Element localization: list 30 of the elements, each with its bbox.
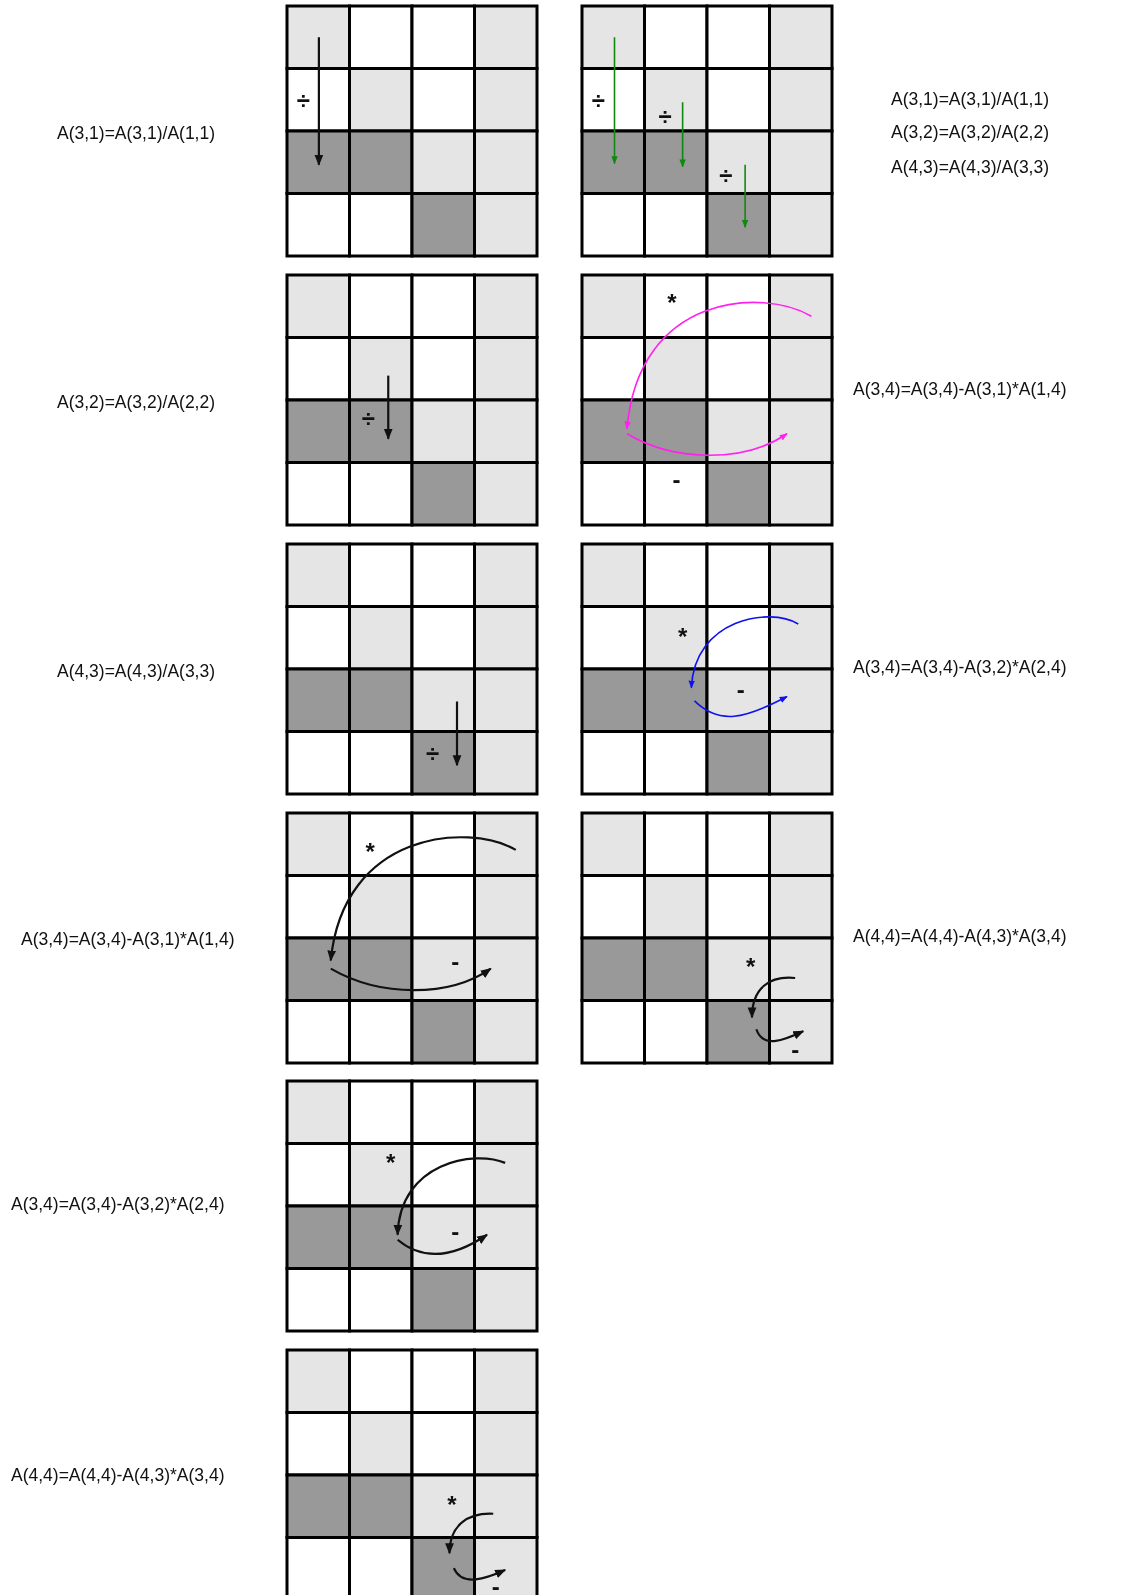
operator-symbol: *: [447, 1493, 457, 1517]
operator-symbol: *: [677, 625, 688, 650]
operator-symbol: *: [365, 839, 375, 864]
formula-text: A(4,4)=A(4,4)-A(4,3)*A(3,4): [853, 925, 1067, 947]
operator-symbol: *: [667, 290, 677, 315]
operator-symbol: -: [791, 1037, 800, 1062]
operator-symbol: ÷: [426, 742, 440, 766]
operator-symbol: -: [736, 678, 745, 703]
formula-text: A(3,2)=A(3,2)/A(2,2): [891, 121, 1050, 143]
operator-symbol: -: [491, 1574, 500, 1595]
operator-symbol: ÷: [719, 164, 733, 188]
formula-text: A(3,4)=A(3,4)-A(3,2)*A(2,4): [11, 1193, 225, 1215]
operator-symbol: *: [386, 1150, 396, 1175]
formula-text: A(3,4)=A(3,4)-A(3,1)*A(1,4): [21, 928, 235, 950]
operator-symbol: ÷: [361, 406, 375, 431]
formula-text: A(3,1)=A(3,1)/A(1,1): [891, 88, 1050, 110]
formula-text: A(4,4)=A(4,4)-A(4,3)*A(3,4): [11, 1464, 225, 1486]
formula-text: A(4,3)=A(4,3)/A(3,3): [57, 660, 216, 682]
formula-text: A(3,4)=A(3,4)-A(3,1)*A(1,4): [853, 378, 1067, 400]
operator-symbol: ÷: [658, 104, 672, 129]
operator-symbol: -: [451, 1219, 460, 1244]
formula-text: A(3,4)=A(3,4)-A(3,2)*A(2,4): [853, 656, 1067, 678]
operator-symbol: ÷: [296, 89, 310, 113]
operator-symbol: -: [672, 468, 681, 492]
operator-symbol: -: [451, 950, 460, 975]
formula-text: A(3,2)=A(3,2)/A(2,2): [57, 391, 216, 413]
formula-text: A(3,1)=A(3,1)/A(1,1): [57, 122, 216, 144]
operator-symbol: *: [746, 954, 756, 979]
operator-symbol: ÷: [591, 89, 605, 113]
formula-text: A(4,3)=A(4,3)/A(3,3): [891, 156, 1050, 178]
